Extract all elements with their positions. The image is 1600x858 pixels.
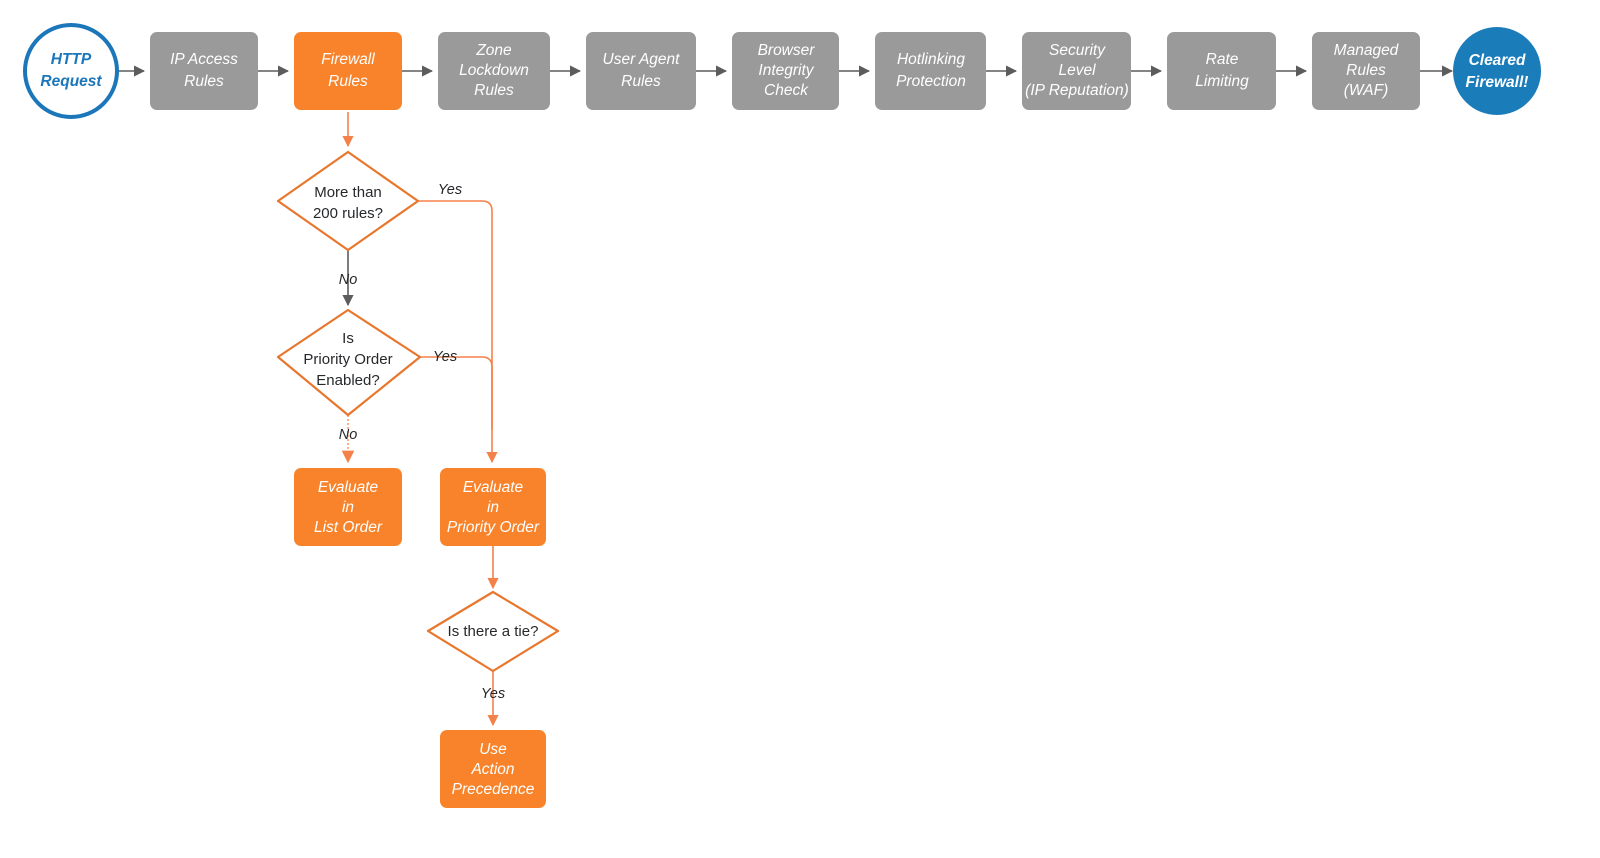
managed-rules-waf-box bbox=[1312, 32, 1420, 110]
edge-label-priority-no: No bbox=[339, 427, 358, 443]
browser-integrity-check-label-line1: Browser bbox=[758, 42, 816, 59]
node-is-there-a-tie[interactable]: Is there a tie? bbox=[426, 590, 560, 673]
more-than-200-rules-label-line2: 200 rules? bbox=[313, 205, 383, 222]
evaluate-in-priority-order-label-line2: in bbox=[487, 499, 499, 516]
node-is-priority-order-enabled[interactable]: Is Priority Order Enabled? bbox=[276, 308, 422, 417]
node-use-action-precedence[interactable]: Use Action Precedence bbox=[440, 730, 546, 808]
cleared-firewall-circle bbox=[1453, 27, 1541, 115]
rate-limiting-box bbox=[1167, 32, 1276, 110]
user-agent-rules-box bbox=[586, 32, 696, 110]
zone-lockdown-rules-label-line1: Zone bbox=[475, 42, 512, 59]
node-managed-rules-waf[interactable]: Managed Rules (WAF) bbox=[1312, 32, 1420, 110]
cleared-firewall-label-line1: Cleared bbox=[1469, 52, 1526, 69]
is-priority-order-enabled-diamond bbox=[276, 308, 422, 417]
rate-limiting-label-line1: Rate bbox=[1206, 51, 1239, 68]
node-rate-limiting[interactable]: Rate Limiting bbox=[1167, 32, 1276, 110]
zone-lockdown-rules-label-line3: Rules bbox=[474, 82, 514, 99]
hotlinking-protection-box bbox=[875, 32, 986, 110]
security-level-label-line3: (IP Reputation) bbox=[1025, 82, 1129, 99]
managed-rules-waf-label-line2: Rules bbox=[1346, 62, 1386, 79]
ip-access-rules-box bbox=[150, 32, 258, 110]
http-request-circle bbox=[23, 23, 119, 119]
zone-lockdown-rules-label-line2: Lockdown bbox=[459, 62, 529, 79]
browser-integrity-check-label-line3: Check bbox=[764, 82, 809, 99]
node-zone-lockdown-rules[interactable]: Zone Lockdown Rules bbox=[438, 32, 550, 110]
firewall-rules-label-line2: Rules bbox=[328, 73, 368, 90]
edge-priority-yes-to-merge-rail bbox=[420, 356, 493, 430]
is-priority-order-enabled-label-line3: Enabled? bbox=[316, 372, 379, 389]
node-ip-access-rules[interactable]: IP Access Rules bbox=[150, 32, 258, 110]
user-agent-rules-label-line1: User Agent bbox=[603, 51, 681, 68]
use-action-precedence-label-line1: Use bbox=[479, 741, 507, 758]
branch-connectors bbox=[341, 112, 499, 727]
security-level-label-line2: Level bbox=[1058, 62, 1096, 79]
is-there-a-tie-diamond bbox=[426, 590, 560, 673]
ip-access-rules-label-line1: IP Access bbox=[170, 51, 238, 68]
rate-limiting-label-line2: Limiting bbox=[1195, 73, 1249, 90]
firewall-rules-box bbox=[294, 32, 402, 110]
http-request-label-line2: Request bbox=[40, 73, 102, 90]
evaluate-in-list-order-label-line1: Evaluate bbox=[318, 479, 379, 496]
edge-label-rulecount-no: No bbox=[339, 272, 358, 288]
evaluate-in-priority-order-label-line1: Evaluate bbox=[463, 479, 524, 496]
use-action-precedence-box bbox=[440, 730, 546, 808]
cleared-firewall-label-line2: Firewall! bbox=[1466, 74, 1529, 91]
security-level-label-line1: Security bbox=[1049, 42, 1106, 59]
managed-rules-waf-label-line1: Managed bbox=[1334, 42, 1400, 59]
is-priority-order-enabled-label-line1: Is bbox=[342, 330, 354, 347]
firewall-rules-label-line1: Firewall bbox=[321, 51, 375, 68]
evaluate-in-list-order-box bbox=[294, 468, 402, 546]
more-than-200-rules-diamond bbox=[276, 150, 420, 252]
hotlinking-protection-label-line1: Hotlinking bbox=[897, 51, 965, 68]
node-cleared-firewall[interactable]: Cleared Firewall! bbox=[1453, 27, 1541, 115]
evaluate-in-list-order-label-line2: in bbox=[342, 499, 354, 516]
node-security-level[interactable]: Security Level (IP Reputation) bbox=[1022, 32, 1131, 110]
node-http-request[interactable]: HTTP Request bbox=[23, 23, 119, 119]
evaluate-in-list-order-label-line3: List Order bbox=[314, 519, 383, 536]
node-firewall-rules[interactable]: Firewall Rules bbox=[294, 32, 402, 110]
edge-rulecount-yes-to-priority-order bbox=[418, 200, 498, 464]
user-agent-rules-label-line2: Rules bbox=[621, 73, 661, 90]
use-action-precedence-label-line3: Precedence bbox=[452, 781, 535, 798]
edge-label-priority-yes: Yes bbox=[433, 349, 457, 365]
is-there-a-tie-label-line1: Is there a tie? bbox=[448, 623, 539, 640]
edge-label-rulecount-yes: Yes bbox=[438, 182, 462, 198]
hotlinking-protection-label-line2: Protection bbox=[896, 73, 966, 90]
browser-integrity-check-box bbox=[732, 32, 839, 110]
managed-rules-waf-label-line3: (WAF) bbox=[1344, 82, 1388, 99]
ip-access-rules-label-line2: Rules bbox=[184, 73, 224, 90]
is-priority-order-enabled-label-line2: Priority Order bbox=[303, 351, 392, 368]
node-user-agent-rules[interactable]: User Agent Rules bbox=[586, 32, 696, 110]
node-hotlinking-protection[interactable]: Hotlinking Protection bbox=[875, 32, 986, 110]
node-more-than-200-rules[interactable]: More than 200 rules? bbox=[276, 150, 420, 252]
http-request-label-line1: HTTP bbox=[51, 51, 92, 68]
edge-labels: Yes No Yes No Yes bbox=[339, 182, 505, 702]
evaluate-in-priority-order-box bbox=[440, 468, 546, 546]
more-than-200-rules-label-line1: More than bbox=[314, 184, 382, 201]
node-evaluate-in-priority-order[interactable]: Evaluate in Priority Order bbox=[440, 468, 546, 546]
edge-label-tie-yes: Yes bbox=[481, 686, 505, 702]
use-action-precedence-label-line2: Action bbox=[470, 761, 514, 778]
security-level-box bbox=[1022, 32, 1131, 110]
zone-lockdown-rules-box bbox=[438, 32, 550, 110]
node-evaluate-in-list-order[interactable]: Evaluate in List Order bbox=[294, 468, 402, 546]
browser-integrity-check-label-line2: Integrity bbox=[758, 62, 814, 79]
evaluate-in-priority-order-label-line3: Priority Order bbox=[447, 519, 540, 536]
node-browser-integrity-check[interactable]: Browser Integrity Check bbox=[732, 32, 839, 110]
